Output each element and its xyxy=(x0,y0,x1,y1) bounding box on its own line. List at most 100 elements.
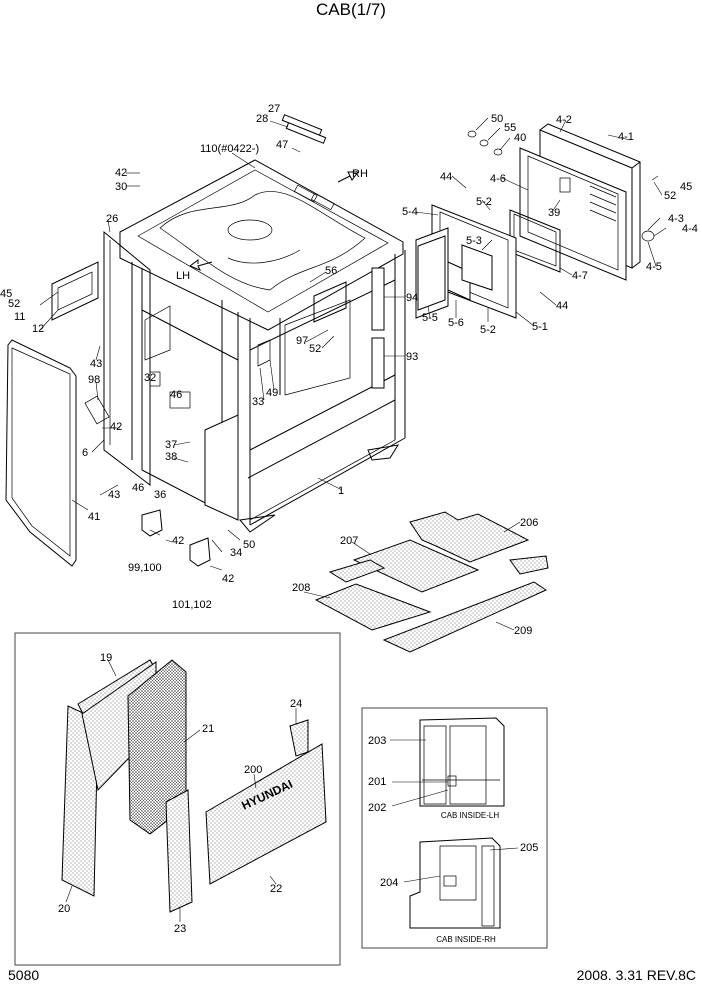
part-label-200: 200 xyxy=(244,764,262,776)
direction-label-lh: LH xyxy=(176,270,190,282)
part-label-47: 47 xyxy=(276,139,288,151)
part-label-30: 30 xyxy=(115,181,127,193)
part-label-22: 22 xyxy=(270,883,282,895)
part-labels: 110(#0422-) 27 28 47 42 30 26 RH LH 56 4… xyxy=(0,103,698,935)
cab-roof xyxy=(119,159,404,331)
part-label-21: 21 xyxy=(202,723,214,735)
part-label-6: 6 xyxy=(82,447,88,459)
part-label-11: 11 xyxy=(14,311,25,323)
side-window-assembly xyxy=(415,123,655,319)
part-label-207: 207 xyxy=(340,535,358,547)
part-label-12: 12 xyxy=(32,323,44,335)
part-label-98: 98 xyxy=(88,374,100,386)
part-label-4-2: 4-2 xyxy=(556,114,572,126)
part-label-5-2: 5-2 xyxy=(476,196,492,208)
part-label-4-4: 4-4 xyxy=(682,223,698,235)
part-label-43: 43 xyxy=(90,358,102,370)
part-label-50-b: 50 xyxy=(491,113,503,125)
part-label-5-3: 5-3 xyxy=(466,235,482,247)
part-label-4-6: 4-6 xyxy=(490,173,506,185)
part-label-41: 41 xyxy=(88,511,100,523)
part-label-5-6: 5-6 xyxy=(448,317,464,329)
page-number: 5080 xyxy=(8,967,39,983)
part-label-42-b: 42 xyxy=(110,421,122,433)
part-label-40: 40 xyxy=(514,132,526,144)
window-glass-41 xyxy=(5,339,77,567)
part-label-50: 50 xyxy=(243,539,255,551)
part-label-46-b: 46 xyxy=(132,482,144,494)
leader-lines xyxy=(39,117,667,922)
part-label-101-102: 101,102 xyxy=(172,599,212,611)
cab-inside-rh xyxy=(409,837,501,929)
part-label-97: 97 xyxy=(296,335,308,347)
part-label-56: 56 xyxy=(325,265,337,277)
part-label-46: 46 xyxy=(170,389,182,401)
part-label-4-7: 4-7 xyxy=(572,270,588,282)
part-label-93: 93 xyxy=(406,351,418,363)
cab-inside-box xyxy=(361,707,548,949)
page-title: CAB(1/7) xyxy=(316,0,386,19)
part-label-110: 110(#0422-) xyxy=(200,143,259,155)
part-label-24: 24 xyxy=(290,698,302,710)
roof-hinge-parts xyxy=(281,114,327,144)
trim-panels: HYUNDAI xyxy=(61,659,327,913)
direction-label-rh: RH xyxy=(352,168,368,180)
part-label-38: 38 xyxy=(165,451,177,463)
part-label-44: 44 xyxy=(440,171,452,183)
part-label-4-5: 4-5 xyxy=(646,261,662,273)
part-label-23: 23 xyxy=(174,923,186,935)
part-label-32: 32 xyxy=(144,372,156,384)
part-label-49: 49 xyxy=(266,387,278,399)
direction-arrows xyxy=(188,171,359,271)
lh-arrow-icon xyxy=(188,259,213,271)
part-label-33: 33 xyxy=(252,396,264,408)
plate-11 xyxy=(51,261,99,321)
part-label-5-5: 5-5 xyxy=(422,312,438,324)
part-label-42-d: 42 xyxy=(222,573,234,585)
part-label-52: 52 xyxy=(8,298,20,310)
floor-mats xyxy=(314,511,549,653)
part-label-55: 55 xyxy=(504,122,516,134)
part-label-42: 42 xyxy=(115,167,127,179)
part-label-208: 208 xyxy=(292,582,310,594)
part-label-205: 205 xyxy=(520,842,538,854)
part-label-5-2-b: 5-2 xyxy=(480,324,496,336)
rh-arrow-icon xyxy=(337,171,359,183)
part-label-99-100: 99,100 xyxy=(128,562,162,574)
inset-caption-lh: CAB INSIDE-LH xyxy=(441,811,499,820)
hyundai-panel xyxy=(205,743,327,885)
part-label-45-b: 45 xyxy=(680,181,692,193)
part-label-36: 36 xyxy=(154,489,166,501)
inset-caption-rh: CAB INSIDE-RH xyxy=(436,935,496,944)
revision-date: 2008. 3.31 REV.8C xyxy=(577,967,696,983)
part-label-204: 204 xyxy=(380,877,398,889)
part-label-44-b: 44 xyxy=(556,300,568,312)
part-label-94: 94 xyxy=(406,292,418,304)
part-label-37: 37 xyxy=(165,439,177,451)
part-label-1: 1 xyxy=(338,485,344,497)
part-label-43-b: 43 xyxy=(108,489,120,501)
bracket-101 xyxy=(189,537,211,567)
part-label-26: 26 xyxy=(106,213,118,225)
part-label-5-1: 5-1 xyxy=(532,321,548,333)
part-label-202: 202 xyxy=(368,802,386,814)
part-label-27: 27 xyxy=(268,103,280,115)
part-label-34: 34 xyxy=(230,547,242,559)
part-label-52-c: 52 xyxy=(664,190,676,202)
part-label-28: 28 xyxy=(256,113,268,125)
part-label-209: 209 xyxy=(514,625,532,637)
part-label-201: 201 xyxy=(368,776,386,788)
part-label-19: 19 xyxy=(100,652,112,664)
part-label-52-b: 52 xyxy=(309,343,321,355)
part-label-4-3: 4-3 xyxy=(668,213,684,225)
part-label-4-1: 4-1 xyxy=(618,131,634,143)
cab-assembly xyxy=(84,159,406,533)
part-label-45: 45 xyxy=(0,288,12,300)
part-label-206: 206 xyxy=(520,517,538,529)
trim-panels-box xyxy=(14,632,341,966)
part-label-203: 203 xyxy=(368,735,386,747)
part-label-5-4: 5-4 xyxy=(402,206,418,218)
part-label-39: 39 xyxy=(548,207,560,219)
part-label-20: 20 xyxy=(58,903,70,915)
